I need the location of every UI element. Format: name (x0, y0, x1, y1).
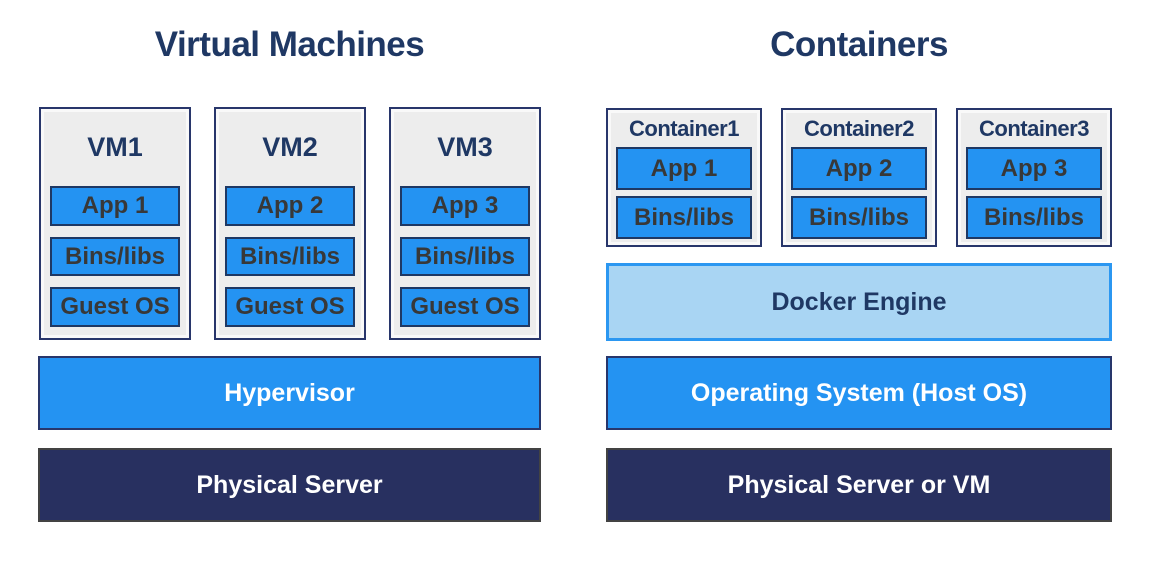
container2-app-layer: App 2 (791, 147, 927, 191)
vm3-app-layer: App 3 (400, 186, 530, 226)
vm2-app-layer: App 2 (225, 186, 355, 226)
container1-box: Container1 App 1 Bins/libs (606, 108, 762, 247)
container3-bins-layer: Bins/libs (966, 196, 1102, 239)
hypervisor-bar: Hypervisor (38, 356, 541, 430)
virtual-machines-title: Virtual Machines (154, 25, 425, 64)
container2-box: Container2 App 2 Bins/libs (781, 108, 937, 247)
physical-server-or-vm-bar: Physical Server or VM (606, 448, 1112, 522)
physical-server-bar: Physical Server (38, 448, 541, 522)
containers-title: Containers (770, 25, 948, 64)
vm1-guest-os-layer: Guest OS (50, 287, 180, 327)
container1-label: Container1 (629, 115, 739, 141)
vm1-label: VM1 (87, 132, 143, 163)
vm3-guest-os-layer: Guest OS (400, 287, 530, 327)
host-os-bar: Operating System (Host OS) (606, 356, 1112, 430)
container2-label: Container2 (804, 115, 914, 141)
vm3-label: VM3 (437, 132, 493, 163)
vm1-app-layer: App 1 (50, 186, 180, 226)
vm3-box: VM3 App 3 Bins/libs Guest OS (389, 107, 541, 340)
vm2-guest-os-layer: Guest OS (225, 287, 355, 327)
container3-box: Container3 App 3 Bins/libs (956, 108, 1112, 247)
container-row: Container1 App 1 Bins/libs Container2 Ap… (606, 108, 1112, 247)
vm2-label: VM2 (262, 132, 318, 163)
container3-label: Container3 (979, 115, 1089, 141)
vm-row: VM1 App 1 Bins/libs Guest OS VM2 App 2 B… (39, 107, 541, 340)
container2-bins-layer: Bins/libs (791, 196, 927, 239)
vm2-box: VM2 App 2 Bins/libs Guest OS (214, 107, 366, 340)
vm2-bins-layer: Bins/libs (225, 236, 355, 277)
vm1-box: VM1 App 1 Bins/libs Guest OS (39, 107, 191, 340)
vm3-bins-layer: Bins/libs (400, 236, 530, 277)
container1-app-layer: App 1 (616, 147, 752, 191)
vm1-bins-layer: Bins/libs (50, 236, 180, 277)
container1-bins-layer: Bins/libs (616, 196, 752, 239)
docker-engine-bar: Docker Engine (606, 263, 1112, 341)
container3-app-layer: App 3 (966, 147, 1102, 191)
